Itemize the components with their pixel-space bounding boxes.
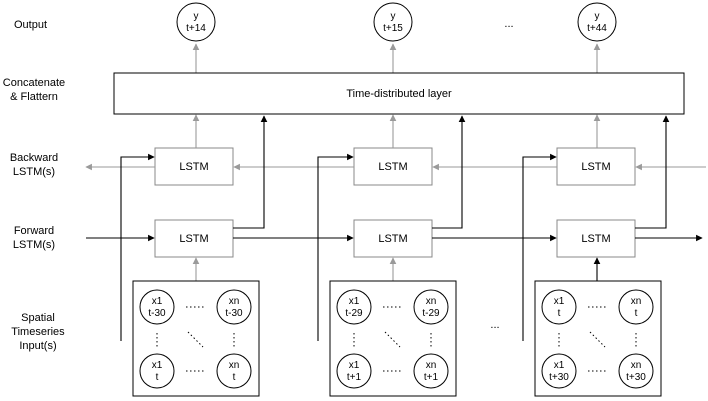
- input-1-tr-var: xn: [229, 296, 240, 307]
- input-3-tl-var: x1: [554, 296, 565, 307]
- input-2-tl-var: x1: [349, 296, 360, 307]
- input-ellipsis: ...: [490, 319, 499, 331]
- output-node-1: y t+14: [176, 2, 216, 42]
- backward-lstm-1: LSTM: [154, 147, 234, 186]
- backward-row-label-line1: Backward: [10, 152, 58, 164]
- forward-lstm-3-label: LSTM: [581, 233, 610, 245]
- concat-row-label-line1: Concatenate: [3, 77, 65, 89]
- time-distributed-layer: Time-distributed layer: [113, 72, 685, 115]
- input-1-bl-time: t: [156, 372, 159, 383]
- input-1-tl-var: x1: [152, 296, 163, 307]
- output-row-label: Output: [14, 19, 47, 31]
- input-3-bl-var: x1: [554, 360, 565, 371]
- input-1-tl-time: t-30: [148, 308, 166, 319]
- input-2-br-var: xn: [426, 360, 437, 371]
- input-2-tl-time: t-29: [345, 308, 363, 319]
- input-3-tl-time: t: [558, 308, 561, 319]
- input-block-1: x1 t-30 xn t-30 x1 t xn t: [132, 280, 260, 397]
- output-node-3-top: y: [595, 11, 600, 22]
- input-2-tr-time: t-29: [422, 308, 440, 319]
- arrow-input-2-to-backward: [317, 153, 354, 341]
- input-1-tr-time: t-30: [225, 308, 243, 319]
- output-node-3: y t+44: [577, 2, 617, 42]
- forward-lstm-2: LSTM: [353, 219, 433, 258]
- input-1-bl-var: x1: [152, 360, 163, 371]
- time-distributed-label: Time-distributed layer: [346, 88, 452, 100]
- backward-lstm-3-label: LSTM: [581, 161, 610, 173]
- input-row-label-line1: Spatial: [21, 312, 55, 324]
- input-row-label-line2: Timeseries: [11, 326, 65, 338]
- input-2-bl-var: x1: [349, 360, 360, 371]
- output-node-2-bottom: t+15: [383, 23, 403, 34]
- input-2-tr-var: xn: [426, 296, 437, 307]
- input-block-3: x1 t xn t x1 t+30 xn t+30: [534, 280, 662, 397]
- input-3-br-time: t+30: [626, 372, 646, 383]
- input-block-2: x1 t-29 xn t-29 x1 t+1 xn t+1: [329, 280, 457, 397]
- backward-lstm-2-label: LSTM: [378, 161, 407, 173]
- concat-row-label-line2: & Flattern: [10, 91, 58, 103]
- output-node-1-top: y: [194, 11, 199, 22]
- input-3-tr-var: xn: [631, 296, 642, 307]
- backward-row-label-line2: LSTM(s): [13, 166, 55, 178]
- arrow-input-3-to-backward: [522, 153, 557, 341]
- input-3-br-var: xn: [631, 360, 642, 371]
- backward-lstm-3: LSTM: [556, 147, 636, 186]
- output-node-2-top: y: [391, 11, 396, 22]
- input-row-label-line3: Input(s): [19, 340, 56, 352]
- arrow-forward-3-up: [635, 115, 670, 229]
- arrow-forward-2-up: [432, 115, 466, 229]
- forward-lstm-1: LSTM: [154, 219, 234, 258]
- backward-lstm-1-label: LSTM: [179, 161, 208, 173]
- forward-row-label-line1: Forward: [14, 225, 54, 237]
- arrow-input-1-to-backward: [120, 153, 155, 341]
- input-1-br-time: t: [233, 372, 236, 383]
- input-2-br-time: t+1: [424, 372, 439, 383]
- forward-lstm-3: LSTM: [556, 219, 636, 258]
- forward-lstm-2-label: LSTM: [378, 233, 407, 245]
- output-ellipsis: ...: [504, 18, 513, 30]
- output-node-3-bottom: t+44: [587, 23, 607, 34]
- input-2-bl-time: t+1: [347, 372, 362, 383]
- backward-lstm-2: LSTM: [353, 147, 433, 186]
- input-3-tr-time: t: [635, 308, 638, 319]
- input-1-br-var: xn: [229, 360, 240, 371]
- output-node-1-bottom: t+14: [186, 23, 206, 34]
- forward-lstm-1-label: LSTM: [179, 233, 208, 245]
- output-node-2: y t+15: [373, 2, 413, 42]
- input-3-bl-time: t+30: [549, 372, 569, 383]
- arrow-forward-1-up: [233, 115, 268, 229]
- forward-row-label-line2: LSTM(s): [13, 239, 55, 251]
